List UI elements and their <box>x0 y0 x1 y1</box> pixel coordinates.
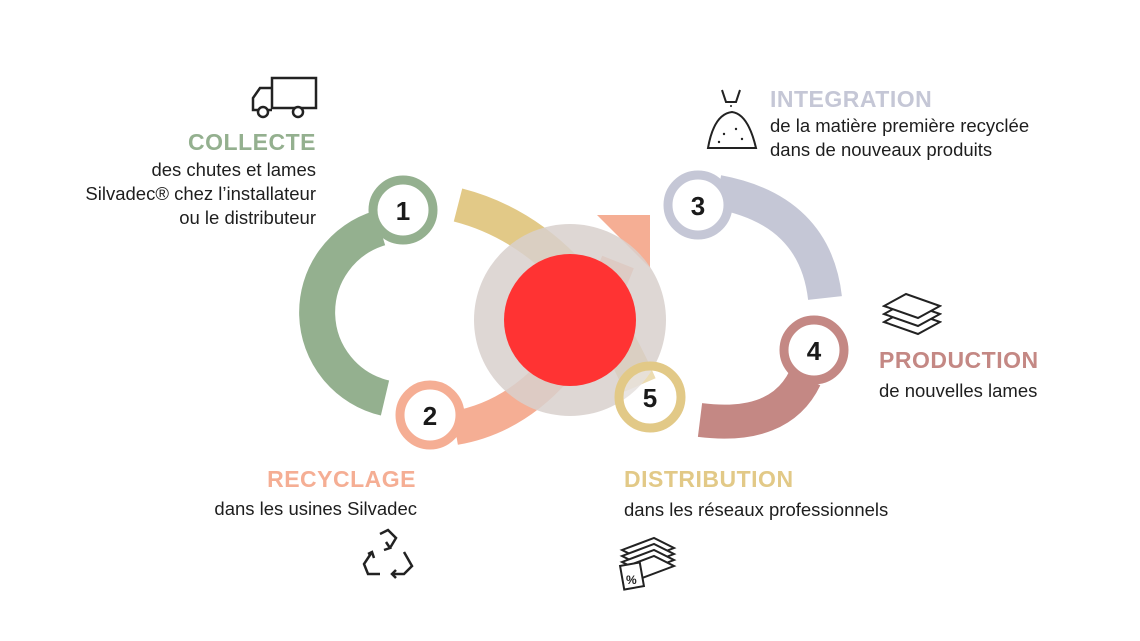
arc-integration <box>714 175 842 301</box>
title-production: PRODUCTION <box>879 347 1039 373</box>
recycle-icon <box>362 528 414 579</box>
truck-icon <box>251 76 318 119</box>
arc-production <box>697 369 821 439</box>
svg-text:2: 2 <box>423 401 437 431</box>
desc-distribution: dans les réseaux professionnels <box>624 499 889 520</box>
desc-production: de nouvelles lames <box>879 380 1038 401</box>
svg-text:%: % <box>626 573 637 587</box>
title-distribution: DISTRIBUTION <box>624 466 794 492</box>
planks-icon <box>882 292 942 336</box>
title-recyclage: RECYCLAGE <box>267 466 416 492</box>
svg-text:4: 4 <box>807 336 822 366</box>
step-marker-1: 1 <box>368 175 438 245</box>
price-tag-icon: % <box>618 536 677 591</box>
step-marker-4: 4 <box>779 315 849 385</box>
title-integration: INTEGRATION <box>770 86 933 112</box>
svg-text:3: 3 <box>691 191 705 221</box>
arc-collecte <box>299 210 390 416</box>
desc-recyclage: dans les usines Silvadec <box>214 498 417 519</box>
svg-text:1: 1 <box>396 196 410 226</box>
step-marker-2: 2 <box>395 380 465 450</box>
step-marker-5: 5 <box>614 361 686 433</box>
title-collecte: COLLECTE <box>188 129 316 155</box>
center-dot <box>504 254 636 386</box>
svg-text:5: 5 <box>643 383 657 413</box>
step-marker-3: 3 <box>663 170 733 240</box>
powder-icon <box>706 89 758 149</box>
